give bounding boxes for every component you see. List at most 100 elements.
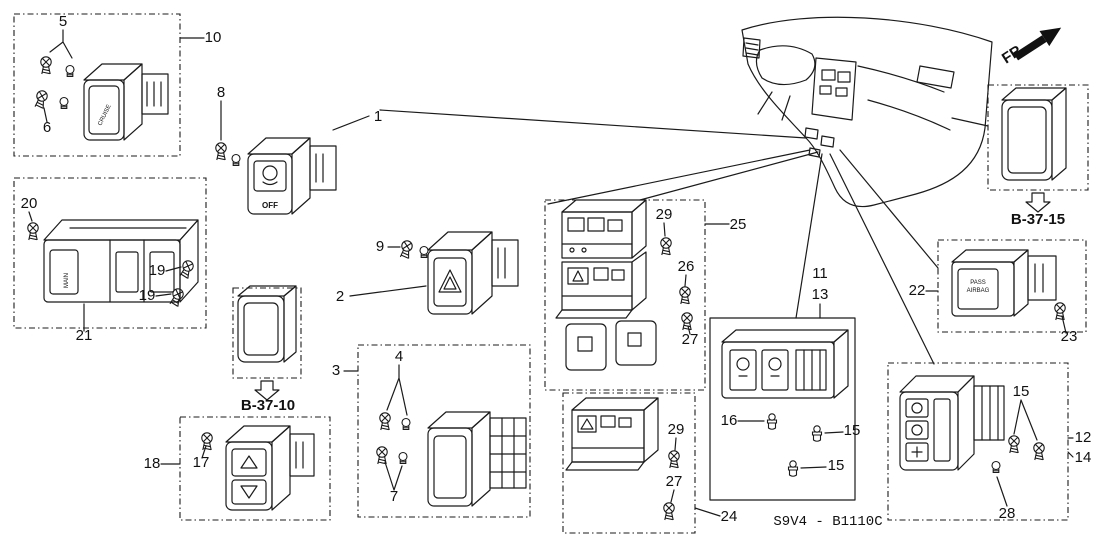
callout-11: 11 bbox=[812, 265, 828, 282]
callout-5: 5 bbox=[59, 13, 67, 30]
part-box-12-14 bbox=[887, 362, 1069, 521]
callout-20: 20 bbox=[21, 195, 38, 212]
callout-27a: 27 bbox=[682, 331, 699, 348]
part-box-11-13 bbox=[709, 317, 856, 501]
pass-airbag-label-2: AIRBAG bbox=[967, 288, 990, 294]
part-box-17-18 bbox=[179, 416, 331, 521]
switch-1-off-label: OFF bbox=[262, 201, 278, 210]
screw-icon bbox=[398, 239, 414, 260]
part-box-24 bbox=[562, 392, 696, 534]
screw-icon bbox=[33, 89, 49, 110]
callout-8: 8 bbox=[217, 84, 225, 101]
screw-icon bbox=[178, 258, 196, 280]
cruise-switch bbox=[83, 63, 169, 141]
screw-icon bbox=[379, 412, 391, 431]
callout-15b: 15 bbox=[828, 457, 845, 474]
bulb-socket-icon bbox=[766, 413, 778, 430]
screw-icon bbox=[168, 286, 186, 308]
fr-direction-arrow bbox=[1013, 27, 1062, 61]
callout-28: 28 bbox=[999, 505, 1016, 522]
pass-airbag-label-1: PASS bbox=[970, 280, 986, 286]
blank-cover-b37-15 bbox=[1001, 87, 1067, 181]
bulb-icon bbox=[65, 64, 75, 78]
callout-29b: 29 bbox=[668, 421, 685, 438]
callout-15a: 15 bbox=[844, 422, 861, 439]
bulb-socket-icon bbox=[811, 425, 823, 442]
callout-15c: 15 bbox=[1013, 383, 1030, 400]
screw-icon bbox=[27, 222, 39, 241]
bulb-icon bbox=[231, 153, 241, 167]
screw-icon bbox=[668, 450, 680, 469]
screw-icon bbox=[681, 312, 693, 331]
bulb-icon bbox=[419, 245, 429, 259]
callout-9: 9 bbox=[376, 238, 384, 255]
screw-icon bbox=[1008, 435, 1020, 454]
bulb-icon bbox=[59, 96, 69, 110]
switch-25-upper bbox=[561, 199, 647, 259]
callout-19a: 19 bbox=[149, 262, 166, 279]
screw-icon bbox=[679, 286, 691, 305]
down-arrow-b37-15-icon bbox=[1025, 192, 1051, 213]
cruise-switch-label: CRUISE bbox=[97, 104, 112, 127]
callout-17: 17 bbox=[193, 454, 210, 471]
bulb-icon bbox=[401, 417, 411, 431]
callout-19b: 19 bbox=[139, 287, 156, 304]
screw-icon bbox=[215, 142, 227, 161]
screw-icon bbox=[1054, 302, 1066, 321]
part-box-blank-b37-15 bbox=[987, 84, 1089, 191]
blank-cover-b37-10 bbox=[237, 285, 297, 363]
part-box-3 bbox=[357, 344, 531, 518]
bulb-icon bbox=[991, 460, 1001, 474]
callout-16: 16 bbox=[721, 412, 738, 429]
hazard-switch bbox=[427, 231, 519, 315]
callout-13: 13 bbox=[812, 286, 829, 303]
switch-25-lower bbox=[555, 251, 647, 319]
ref-b37-10: B-37-10 bbox=[241, 397, 295, 414]
callout-12: 12 bbox=[1075, 429, 1092, 446]
switch-17-18 bbox=[225, 425, 315, 511]
callout-25: 25 bbox=[730, 216, 747, 233]
ref-b37-15: B-37-15 bbox=[1011, 211, 1065, 228]
callout-21: 21 bbox=[76, 327, 93, 344]
callout-4: 4 bbox=[395, 348, 403, 365]
screw-icon bbox=[201, 432, 213, 451]
callout-6: 6 bbox=[43, 119, 51, 136]
part-box-cruise bbox=[13, 13, 181, 157]
screw-icon bbox=[663, 502, 675, 521]
callout-29a: 29 bbox=[656, 206, 673, 223]
down-arrow-b37-10-icon bbox=[254, 380, 280, 401]
main-switch-label: MAIN bbox=[64, 273, 70, 288]
blank-cover-small-1 bbox=[565, 323, 607, 371]
callout-10: 10 bbox=[205, 29, 222, 46]
location-leader-lines bbox=[379, 109, 989, 365]
switch-24 bbox=[565, 397, 659, 471]
part-code: S9V4 - B1110C bbox=[773, 514, 882, 530]
main-switch bbox=[43, 219, 199, 303]
part-box-main bbox=[13, 177, 207, 329]
callout-26: 26 bbox=[678, 258, 695, 275]
callout-7: 7 bbox=[390, 488, 398, 505]
pass-airbag-switch bbox=[951, 249, 1057, 317]
callout-22: 22 bbox=[909, 282, 926, 299]
switch-3 bbox=[427, 411, 527, 507]
screw-icon bbox=[1033, 442, 1045, 461]
instrument-panel-sketch bbox=[741, 16, 993, 208]
callout-1: 1 bbox=[374, 108, 382, 125]
callout-2: 2 bbox=[336, 288, 344, 305]
callout-leader-lines bbox=[28, 29, 1074, 517]
callout-24: 24 bbox=[721, 508, 738, 525]
part-box-22 bbox=[937, 239, 1087, 333]
fr-label: FR. bbox=[999, 40, 1029, 67]
callout-3: 3 bbox=[332, 362, 340, 379]
part-box-blank-b37-10 bbox=[232, 287, 302, 379]
screw-icon bbox=[40, 56, 52, 75]
bulb-icon bbox=[398, 451, 408, 465]
switch-11-13 bbox=[721, 329, 849, 399]
callout-27b: 27 bbox=[666, 473, 683, 490]
blank-cover-small-2 bbox=[615, 320, 657, 366]
switch-12-14 bbox=[899, 375, 1005, 471]
bulb-socket-icon bbox=[787, 460, 799, 477]
switch-1 bbox=[247, 137, 337, 215]
